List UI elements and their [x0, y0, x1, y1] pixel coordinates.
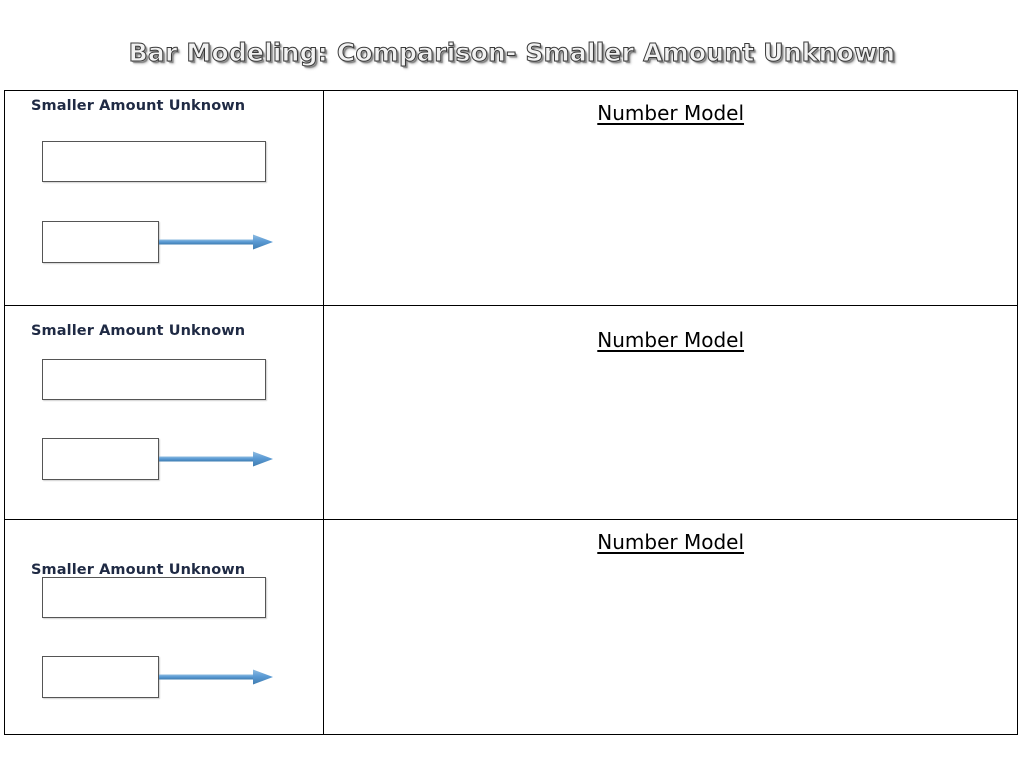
bar-diagram-1: Smaller Amount Unknown	[5, 91, 323, 305]
difference-arrow-icon	[159, 451, 273, 467]
bar-diagram-3: Smaller Amount Unknown	[5, 520, 323, 734]
part-bar[interactable]	[42, 438, 159, 480]
table-row: Smaller Amount Unknown	[3, 90, 1018, 306]
bar-model-heading: Smaller Amount Unknown	[31, 323, 246, 339]
part-bar[interactable]	[42, 656, 159, 698]
number-model-cell-3[interactable]: Number Model	[323, 519, 1018, 735]
bar-modeling-table: Smaller Amount Unknown	[3, 90, 1018, 735]
number-model-heading: Number Model	[597, 328, 745, 352]
bar-model-cell-2[interactable]: Smaller Amount Unknown	[3, 305, 325, 520]
bar-model-heading: Smaller Amount Unknown	[31, 562, 246, 578]
whole-bar[interactable]	[42, 577, 266, 618]
bar-model-heading: Smaller Amount Unknown	[31, 98, 246, 114]
number-model-heading: Number Model	[597, 101, 745, 125]
table-row: Smaller Amount Unknown	[3, 519, 1018, 735]
whole-bar[interactable]	[42, 359, 266, 400]
number-model-cell-1[interactable]: Number Model	[323, 90, 1018, 306]
bar-model-cell-1[interactable]: Smaller Amount Unknown	[3, 90, 325, 306]
number-model-heading: Number Model	[597, 530, 745, 554]
part-bar[interactable]	[42, 221, 159, 263]
bar-diagram-2: Smaller Amount Unknown	[5, 306, 323, 519]
difference-arrow-icon	[159, 669, 273, 685]
number-model-area-1: Number Model	[324, 91, 1017, 305]
number-model-area-2: Number Model	[324, 306, 1017, 519]
page-title: Bar Modeling: Comparison- Smaller Amount…	[128, 38, 896, 68]
whole-bar[interactable]	[42, 141, 266, 182]
difference-arrow-icon	[159, 234, 273, 250]
table-row: Smaller Amount Unknown	[3, 305, 1018, 520]
number-model-cell-2[interactable]: Number Model	[323, 305, 1018, 520]
bar-model-cell-3[interactable]: Smaller Amount Unknown	[3, 519, 325, 735]
number-model-area-3: Number Model	[324, 520, 1017, 734]
